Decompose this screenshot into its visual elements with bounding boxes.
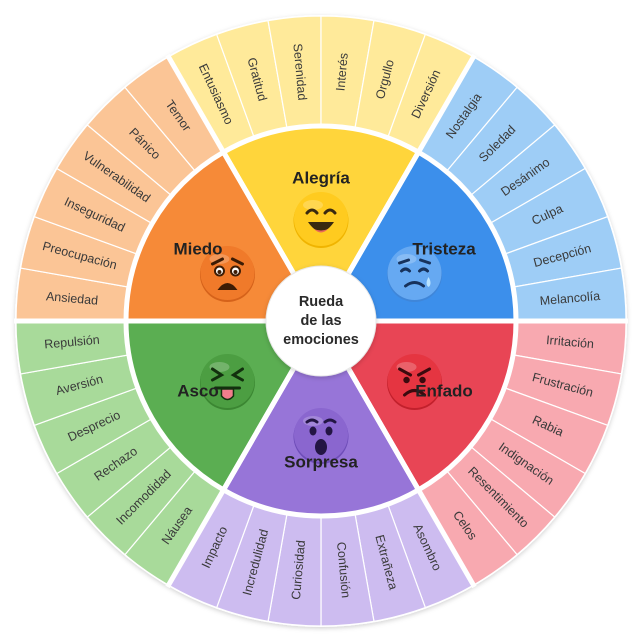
group-divider-4 [346, 368, 477, 589]
emotion-name-sorpresa: Sorpresa [284, 452, 358, 471]
word-label-alegria-4: Interés [333, 52, 350, 91]
emotion-name-alegria: Alegría [292, 168, 350, 187]
word-label-asco-6: Repulsión [44, 333, 101, 352]
emotion-name-enfado: Enfado [415, 381, 473, 400]
disgusted-face-icon [199, 354, 255, 410]
surprised-face-icon [293, 408, 349, 464]
center-title-line-3: emociones [283, 332, 359, 348]
word-label-sorpresa-3: Confusión [334, 541, 353, 598]
center-disc [265, 265, 377, 377]
group-divider-1 [165, 53, 296, 274]
center-title-line-1: Rueda [299, 294, 344, 310]
group-divider-2 [346, 53, 477, 274]
word-label-sorpresa-4: Curiosidad [289, 540, 308, 601]
ring-divider [124, 124, 518, 518]
angry-face-icon [387, 354, 443, 410]
sad-face-icon [387, 246, 443, 302]
happy-face-icon [293, 192, 349, 248]
emotion-name-miedo: Miedo [173, 239, 222, 258]
word-label-tristeza-6: Melancolía [539, 289, 600, 308]
emotion-name-asco: Asco [177, 381, 219, 400]
fearful-face-icon [199, 246, 255, 302]
word-label-alegria-3: Serenidad [290, 43, 309, 101]
group-divider-5 [165, 368, 296, 589]
wheel-center: Rueda de las emociones [265, 265, 377, 377]
word-label-enfado-1: Irritación [546, 333, 595, 351]
word-label-miedo-1: Ansiedad [45, 289, 98, 307]
center-title-line-2: de las [300, 313, 341, 329]
emotion-name-tristeza: Tristeza [412, 239, 476, 258]
